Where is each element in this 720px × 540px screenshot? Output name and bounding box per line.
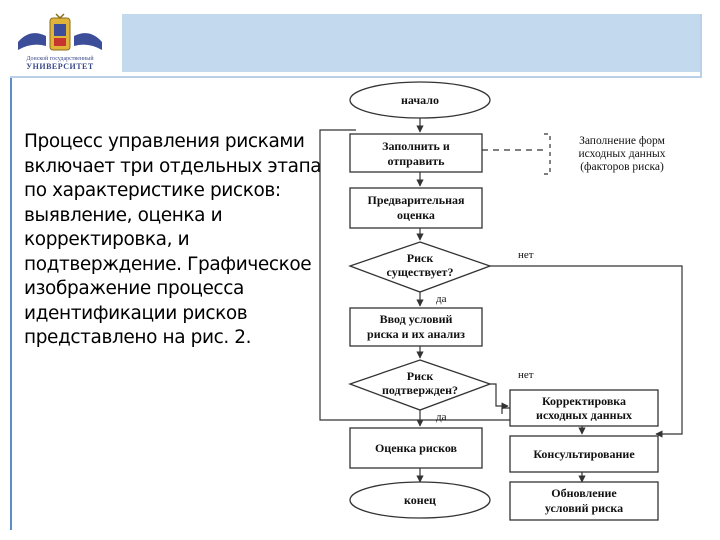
risk-exists-decision bbox=[348, 241, 492, 293]
crest-icon bbox=[18, 13, 102, 51]
preliminary-line-2: оценка bbox=[397, 208, 435, 222]
correction-box bbox=[509, 389, 659, 427]
consulting-label: Консультирование bbox=[533, 447, 635, 461]
end-node bbox=[349, 481, 491, 519]
form-note-line-3: (факторов риска) bbox=[580, 161, 664, 173]
risk-assessment-label: Оценка рисков bbox=[375, 441, 458, 455]
banner-right-rule bbox=[700, 14, 702, 78]
risk-confirmed-yes-label: да bbox=[436, 411, 447, 423]
risk-confirmed-no-label: нет bbox=[518, 369, 534, 381]
risk-assessment-box bbox=[349, 427, 483, 469]
end-label: конец bbox=[404, 493, 436, 507]
fill-send-line-2: отправить bbox=[388, 154, 446, 168]
form-note-line-1: Заполнение форм bbox=[579, 135, 666, 147]
risk-exists-line-2: существует? bbox=[387, 265, 454, 279]
input-conditions-line-2: риска и их анализ bbox=[367, 327, 465, 341]
update-conditions-line-2: условий риска bbox=[545, 501, 623, 515]
preliminary-box bbox=[349, 187, 483, 229]
risk-exists-no-label: нет bbox=[518, 249, 534, 261]
start-node bbox=[349, 81, 491, 119]
risk-exists-yes-label: да bbox=[436, 293, 447, 305]
correction-line-1: Корректировка bbox=[542, 394, 626, 408]
content-left-rule bbox=[10, 78, 12, 530]
input-conditions-line-1: Ввод условий bbox=[380, 312, 453, 326]
start-label: начало bbox=[401, 93, 439, 107]
correction-line-2: исходных данных bbox=[536, 408, 632, 422]
logo-title: УНИВЕРСИТЕТ bbox=[26, 62, 94, 71]
input-conditions-box bbox=[349, 307, 483, 347]
risk-confirmed-decision bbox=[348, 359, 492, 411]
consulting-box bbox=[509, 435, 659, 473]
logo-subtitle: Донской государственный bbox=[26, 56, 94, 62]
risk-identification-flowchart: начало Заполнить и отправить Заполнение … bbox=[319, 81, 683, 521]
fill-send-box bbox=[349, 133, 483, 173]
risk-confirmed-line-2: подтвержден? bbox=[382, 383, 458, 397]
university-logo: Донской государственный УНИВЕРСИТЕТ bbox=[10, 12, 110, 76]
risk-confirmed-line-1: Риск bbox=[407, 369, 434, 383]
preliminary-line-1: Предварительная bbox=[367, 193, 465, 207]
form-note-line-2: исходных данных bbox=[579, 148, 666, 160]
update-conditions-line-1: Обновление bbox=[551, 486, 617, 500]
body-paragraph: Процесс управления рисками включает три … bbox=[24, 131, 327, 348]
header-banner bbox=[122, 14, 700, 72]
header-divider bbox=[10, 76, 702, 78]
fill-send-line-1: Заполнить и bbox=[382, 139, 450, 153]
risk-exists-line-1: Риск bbox=[407, 251, 434, 265]
update-conditions-box bbox=[509, 481, 659, 521]
